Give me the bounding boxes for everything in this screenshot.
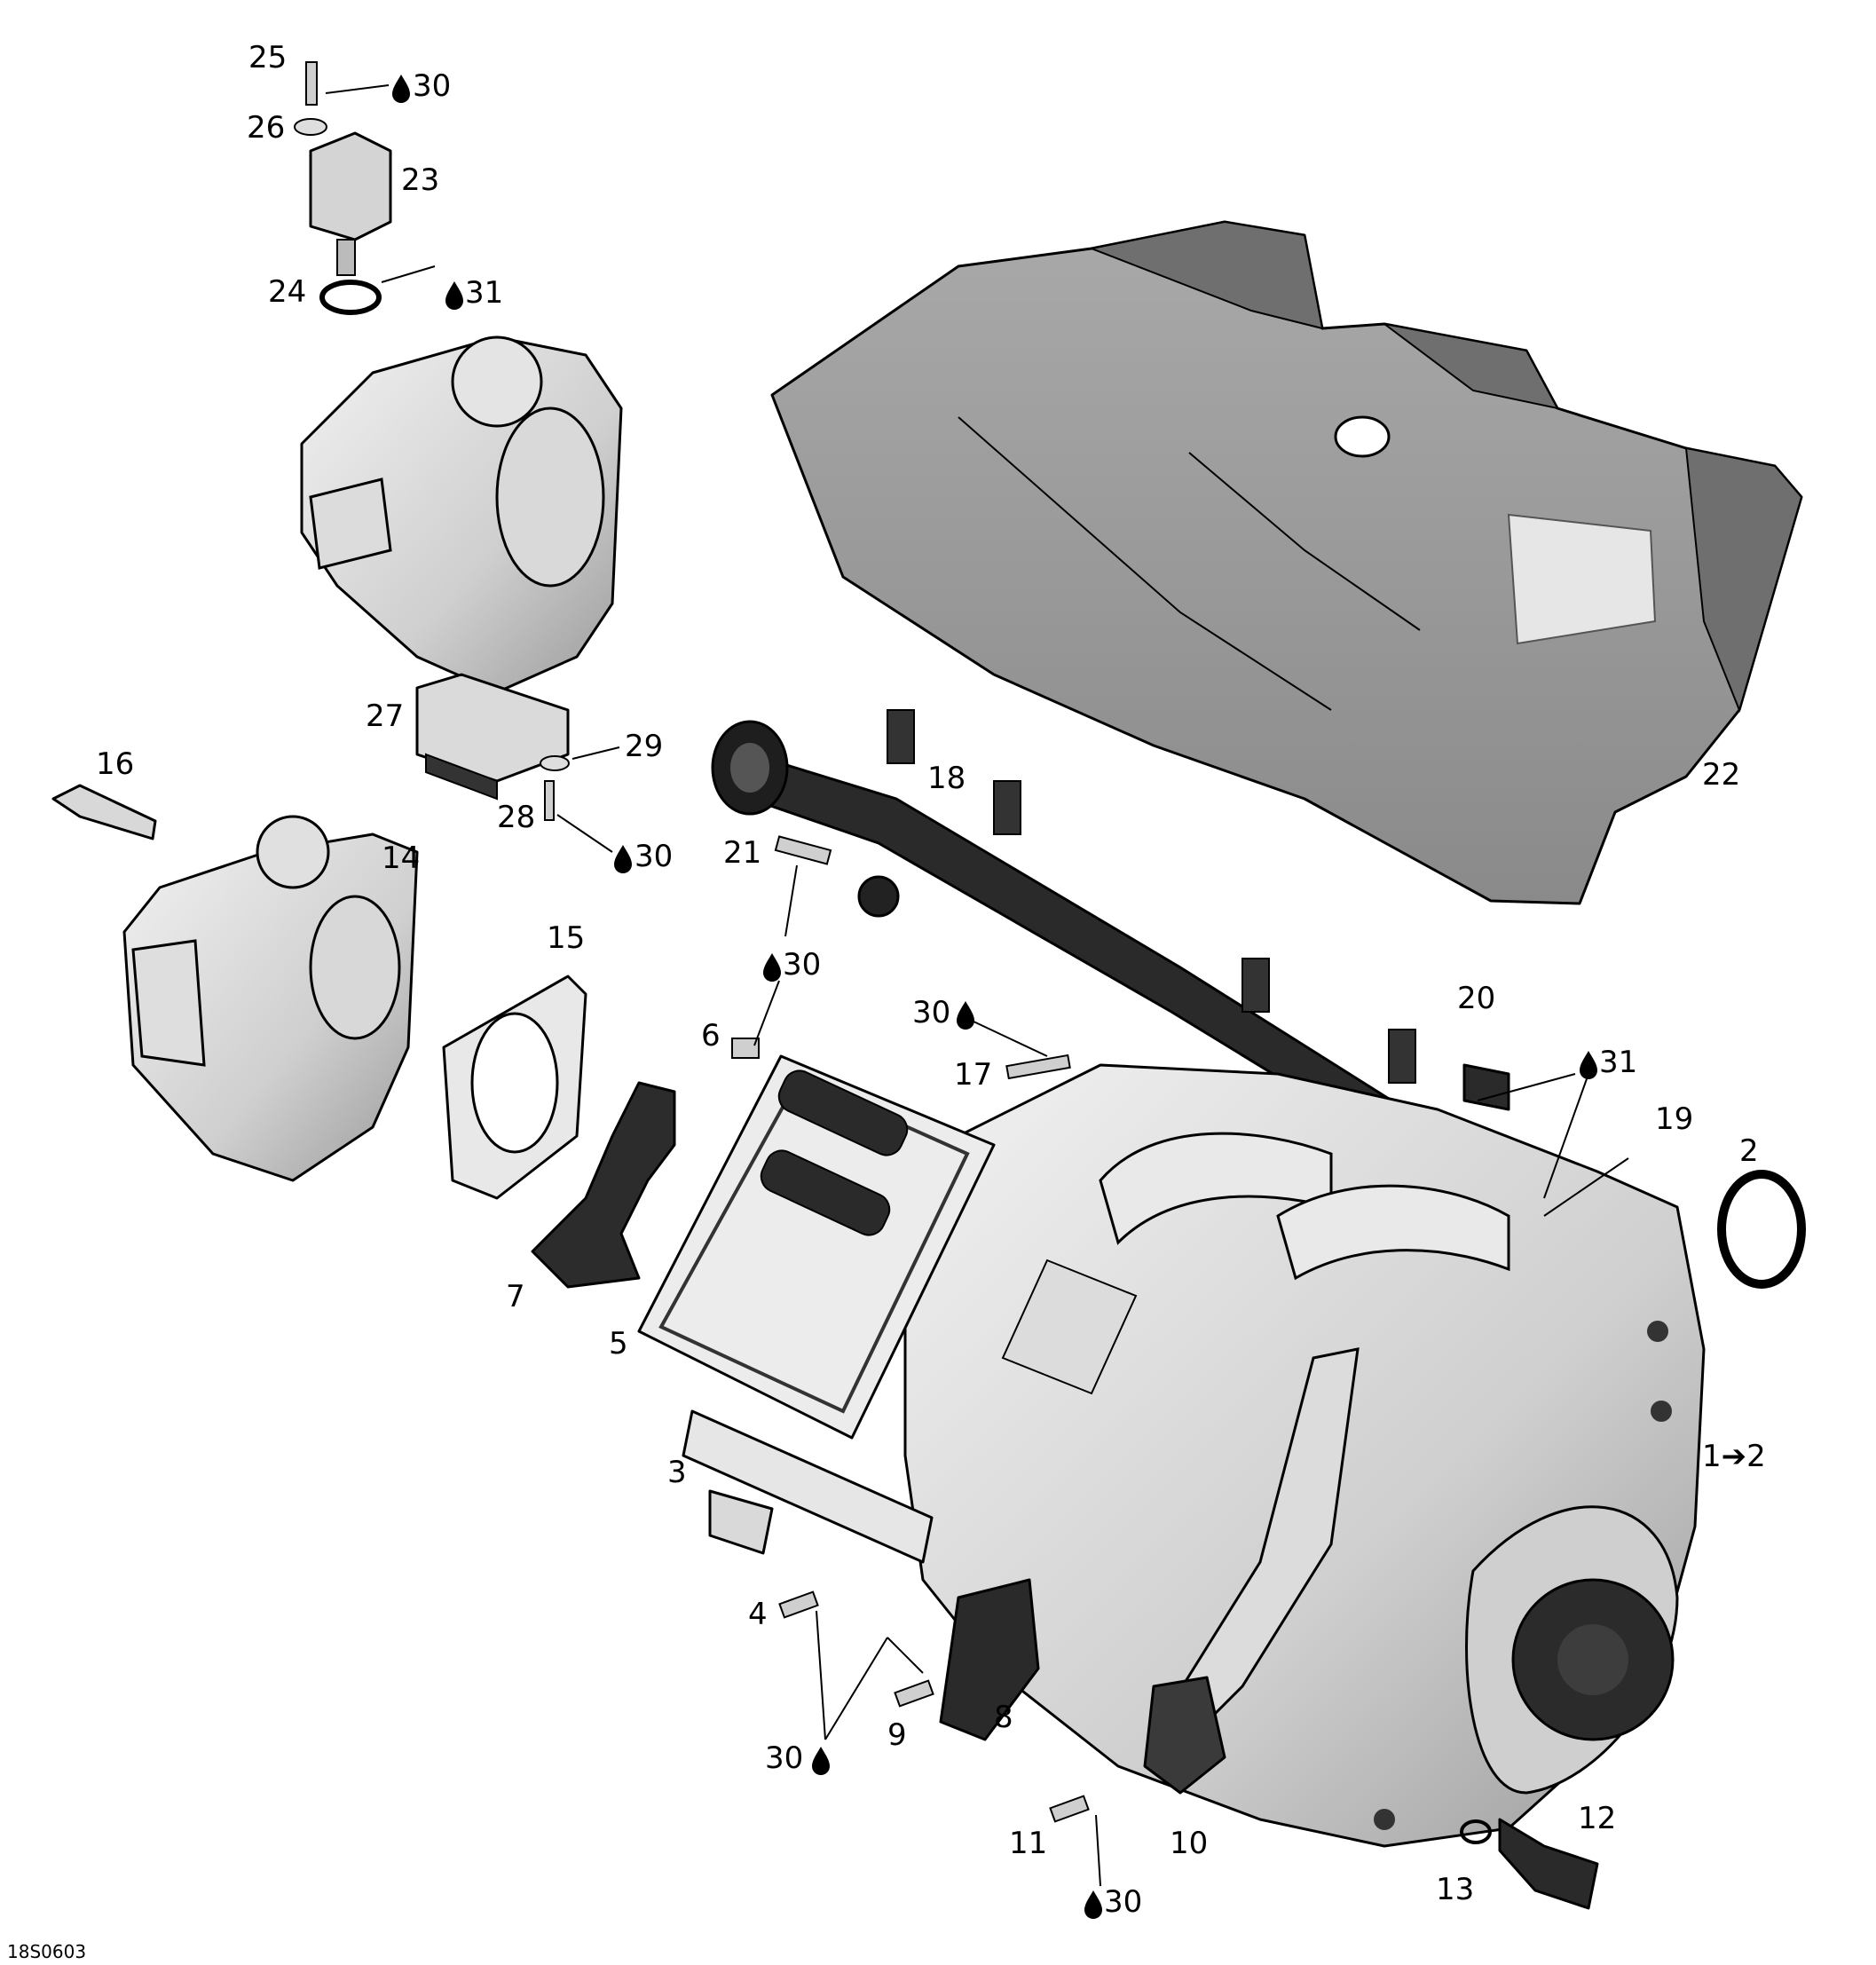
reference-code: 18S0603 [7, 1941, 86, 1962]
oil-drop-icon [763, 953, 781, 982]
callout-20: 20 [1457, 981, 1495, 1016]
callout-5: 5 [609, 1326, 628, 1361]
oil-drop-icon [812, 1747, 830, 1775]
callout-27: 27 [366, 698, 404, 734]
bolt-part-11 [1049, 1795, 1090, 1823]
bracket-part [531, 1081, 676, 1289]
idle-valve-body-part [300, 335, 623, 694]
callout-18: 18 [927, 761, 966, 796]
callout-19: 19 [1655, 1101, 1693, 1137]
lubricant-code-label: 30 [912, 995, 950, 1030]
gasket-part-2 [1717, 1170, 1806, 1289]
clip-part-20 [1462, 1063, 1510, 1111]
callout-15: 15 [547, 920, 585, 956]
lubricant-code-label: 30 [635, 839, 673, 874]
throttle-body-part [122, 815, 419, 1182]
callout-22: 22 [1702, 757, 1740, 793]
intake-manifold-part [903, 1063, 1706, 1848]
washer-part-26 [294, 118, 327, 136]
lubricant-code-label: 30 [783, 947, 821, 982]
callout-29: 29 [625, 729, 663, 764]
callout-11: 11 [1009, 1826, 1047, 1861]
bolt-part-17 [1005, 1054, 1071, 1080]
manifold-gasket-part [637, 1054, 1138, 1440]
lubricant-code-label: 30 [765, 1740, 803, 1776]
lower-bracket-part [682, 1409, 934, 1564]
lubricant-code-label: 30 [1104, 1884, 1142, 1920]
callout-23: 23 [401, 162, 439, 198]
throttle-body-gasket-part [442, 975, 587, 1200]
temp-sensor-part-12 [1498, 1818, 1599, 1910]
sensor-part [51, 784, 157, 840]
lubricant-31-right: 31 [1580, 1045, 1637, 1080]
lubricant-30-bolt21: 30 [763, 947, 821, 982]
washer-part-29 [540, 755, 570, 771]
lubricant-31-top: 31 [445, 275, 503, 311]
callout-10: 10 [1170, 1826, 1208, 1861]
callout-7: 7 [506, 1279, 525, 1314]
callout-25: 25 [248, 40, 287, 75]
lubricant-callouts: 30 31 30 30 30 31 30 30 [392, 68, 1637, 1920]
callout-13: 13 [1436, 1872, 1474, 1907]
lubricant-30-bottom: 30 [1084, 1884, 1142, 1920]
callout-26: 26 [247, 110, 285, 146]
lubricant-30-top: 30 [392, 68, 451, 104]
bolt-part-9 [894, 1679, 934, 1708]
o-ring-part-24 [319, 280, 382, 315]
callout-12: 12 [1578, 1801, 1616, 1836]
oil-drop-icon [392, 75, 410, 103]
tps-sensor-part [415, 673, 570, 801]
sensor-part-8 [939, 1578, 1040, 1741]
callout-28: 28 [497, 800, 535, 835]
callout-24: 24 [268, 274, 306, 310]
callout-8: 8 [994, 1700, 1013, 1735]
oil-drop-icon [614, 845, 632, 873]
callout-3: 3 [667, 1455, 687, 1490]
callout-14: 14 [382, 840, 420, 876]
bolt-part-21 [774, 835, 832, 865]
arrow-note: 1➔2 [1702, 1439, 1766, 1474]
stepper-motor-part [309, 131, 392, 276]
callout-16: 16 [96, 746, 134, 782]
callout-4: 4 [748, 1597, 768, 1632]
lubricant-code-label: 31 [1599, 1045, 1637, 1080]
callout-17: 17 [954, 1057, 992, 1093]
oil-drop-icon [445, 281, 463, 310]
bolt-part-25 [305, 61, 318, 106]
lubricant-30-bolt17: 30 [912, 995, 974, 1030]
callout-2: 2 [1739, 1133, 1759, 1169]
oil-drop-icon [1084, 1890, 1102, 1919]
lubricant-30-lower-left: 30 [765, 1740, 830, 1776]
screw-part-28 [544, 780, 555, 821]
callout-labels: 2 3 4 5 6 7 8 9 10 11 12 13 14 15 16 17 … [96, 40, 1766, 1907]
callout-9: 9 [887, 1717, 907, 1753]
engine-cover-part [770, 220, 1803, 905]
callout-6: 6 [701, 1018, 721, 1054]
bolt-part-4 [778, 1590, 819, 1619]
oil-drop-icon [1580, 1051, 1597, 1079]
bracket-part-10 [1143, 1676, 1226, 1795]
oil-drop-icon [957, 1001, 974, 1030]
lubricant-30-tps: 30 [614, 839, 673, 874]
lubricant-code-label: 30 [413, 68, 451, 104]
o-ring-part-13 [1460, 1819, 1492, 1844]
bolt-part-6 [731, 1038, 760, 1059]
leader-lines [325, 84, 1629, 1887]
lubricant-code-label: 31 [465, 275, 503, 311]
callout-21: 21 [723, 835, 761, 871]
